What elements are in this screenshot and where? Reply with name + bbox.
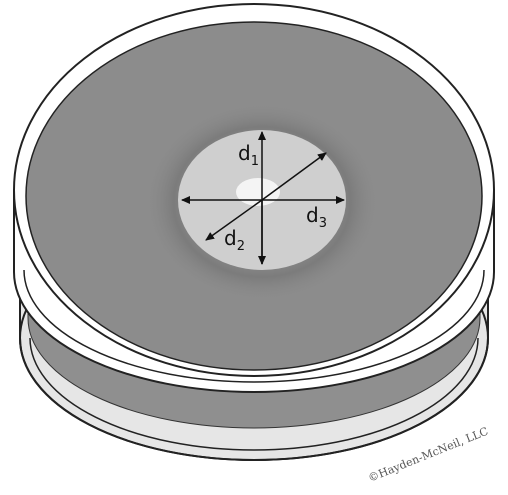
petri-dish-diagram: d1 d2 d3 ©Hayden-McNeil, LLC	[0, 0, 508, 495]
